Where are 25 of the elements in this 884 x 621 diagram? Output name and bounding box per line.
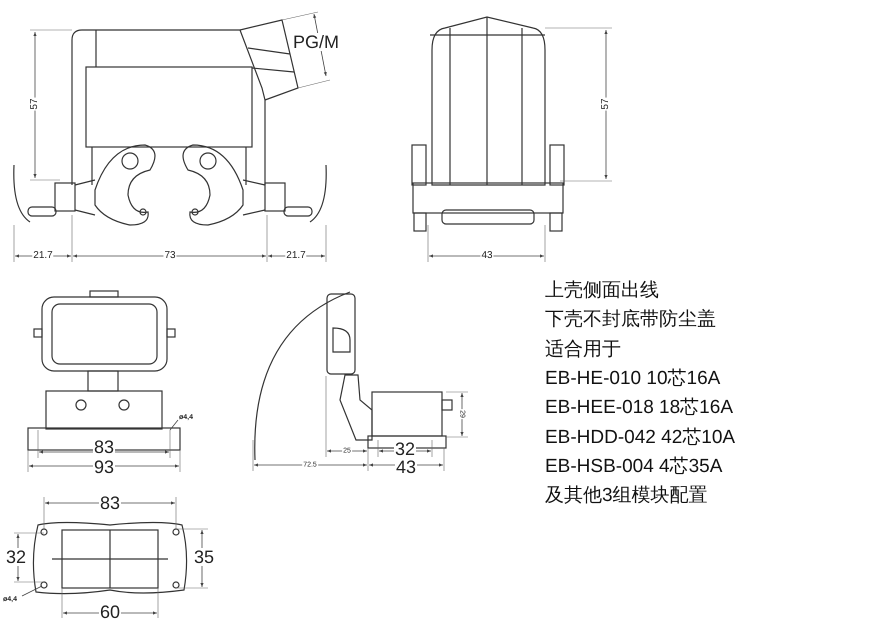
dimension-label: 57 — [30, 97, 40, 111]
dimension-label: 73 — [163, 251, 177, 261]
dimension-label: 83 — [98, 494, 122, 512]
spec-note: EB-HEE-018 18芯16A — [545, 398, 733, 420]
leader-line — [170, 420, 178, 430]
dimension-label: 83 — [92, 438, 116, 456]
spec-note: EB-HSB-004 4芯35A — [545, 456, 722, 478]
leader-line — [22, 586, 42, 596]
spec-note: EB-HDD-042 42芯10A — [545, 428, 736, 448]
spec-note: 上壳侧面出线 — [545, 281, 659, 302]
dimension-label: 43 — [480, 251, 494, 261]
dimension-label: 35 — [192, 548, 216, 566]
spec-note: EB-HE-010 10芯16A — [545, 368, 720, 390]
dimension-label: 57 — [601, 97, 611, 111]
spec-note: 及其他3组模块配置 — [545, 486, 708, 507]
dimension-label: 32 — [4, 548, 28, 566]
thread-label: PG/M — [292, 33, 340, 51]
spec-note: 适合用于 — [545, 340, 621, 360]
spec-note: 下壳不封底带防尘盖 — [545, 310, 716, 332]
dimension-label: 21.7 — [32, 251, 54, 261]
dimension-label: 60 — [98, 603, 122, 621]
dimension-label: 32 — [394, 440, 416, 458]
dimension-label: 21.7 — [285, 251, 307, 261]
dimension-label: 43 — [394, 458, 418, 476]
dimension-label: 93 — [92, 458, 116, 476]
